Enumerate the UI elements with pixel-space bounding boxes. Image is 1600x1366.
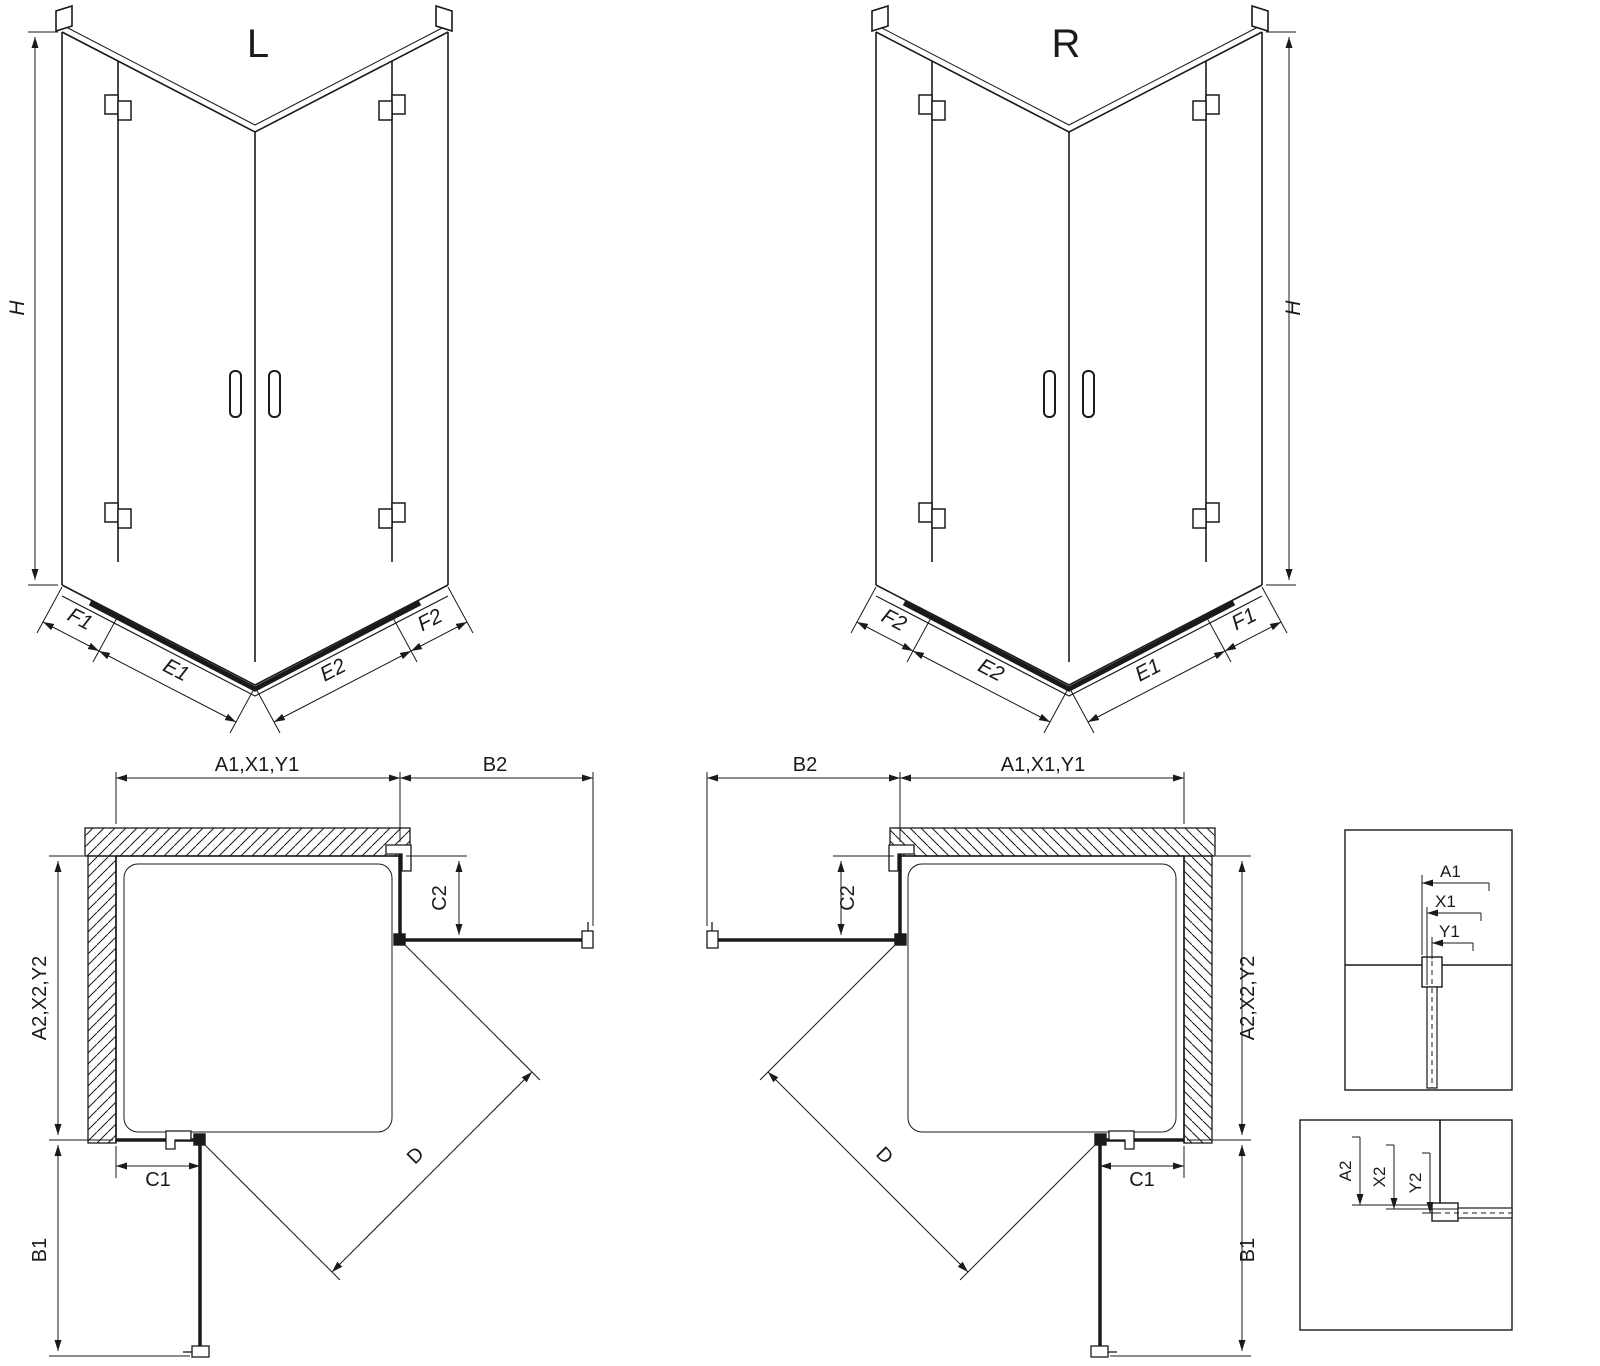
dim-label-f1-left: F1 [64,603,96,635]
dim-label-a1x1y1-left: A1,X1,Y1 [215,754,300,776]
dim-label-f1-right: F1 [1228,603,1260,635]
iso-view-right: R H F2 E2 E1 F1 [790,5,1305,745]
dim-label-c2-left: C2 [429,885,451,911]
dim-label-e2-left: E2 [316,654,350,686]
plan-view-left: A1,X1,Y1 B2 C2 A2,X2,Y2 B1 C1 D [29,754,640,1366]
dim-label-d-right: D [871,1143,897,1169]
dim-label-a1x1y1-right: A1,X1,Y1 [1001,754,1086,776]
dim-label-f2-right: F2 [878,604,911,636]
detail-box-bottom [1299,1119,1513,1331]
detail-label-a1: A1 [1440,862,1461,881]
detail-label-y2: Y2 [1406,1173,1425,1194]
dim-label-b1-right: B1 [1237,1238,1259,1262]
variant-label-left: L [247,22,269,66]
iso-view-left: L H F1 E1 E2 F2 [6,5,534,745]
dim-label-a2x2y2-left: A2,X2,Y2 [29,956,51,1041]
plan-view-right: B2 A1,X1,Y1 C2 A2,X2,Y2 B1 C1 D [660,754,1259,1366]
dim-label-h-left: H [6,300,29,316]
detail-label-x2: X2 [1370,1167,1389,1188]
dim-label-b1-left: B1 [29,1238,51,1262]
dim-label-e1-right: E1 [1131,654,1164,686]
dim-label-a2x2y2-right: A2,X2,Y2 [1237,956,1259,1041]
dim-label-b2-right: B2 [793,754,817,776]
dim-label-c1-left: C1 [145,1169,171,1191]
dim-label-e2-right: E2 [974,654,1008,686]
detail-label-y1: Y1 [1439,922,1460,941]
dim-label-c1-right: C1 [1129,1169,1155,1191]
detail-label-x1: X1 [1435,892,1456,911]
plan-line-art-right [707,772,1251,1357]
plan-line-art-left [49,772,593,1357]
detail-box-top [1344,829,1513,1091]
dim-label-d-left: D [403,1143,429,1169]
dim-label-h-right: H [1282,300,1305,316]
dim-label-b2-left: B2 [483,754,507,776]
variant-label-right: R [1052,22,1081,66]
iso-line-art-left [28,6,473,733]
iso-line-art-right [851,6,1296,733]
dim-label-e1-left: E1 [159,654,192,686]
detail-label-a2: A2 [1336,1161,1355,1182]
dim-label-c2-right: C2 [837,885,859,911]
dim-label-f2-left: F2 [414,604,447,636]
detail-views: A1 X1 Y1 A2 X2 Y2 [1299,829,1513,1331]
